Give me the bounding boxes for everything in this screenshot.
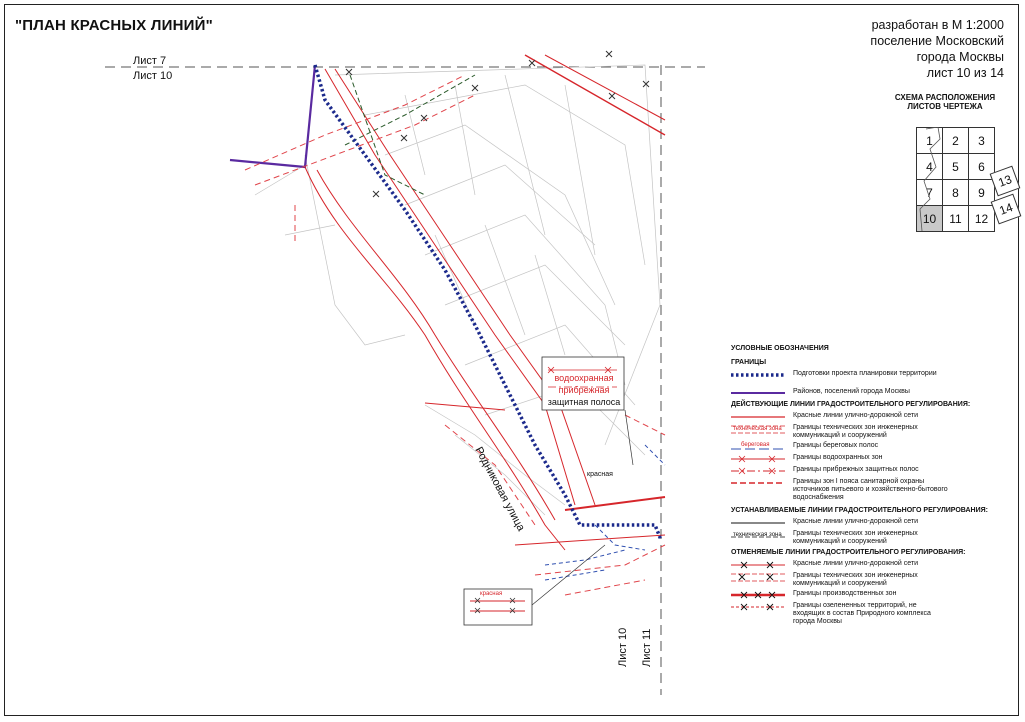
legend-item-cancel-red: Красные линии улично-дорожной сети (731, 559, 1021, 571)
legend-symbol-shore (731, 448, 785, 450)
map-canvas (105, 50, 705, 695)
legend-text: Подготовки проекта планировки территории (793, 370, 937, 377)
grid-cell-6[interactable]: 6 (968, 153, 995, 180)
legend-text: Районов, поселений города Москвы (793, 388, 910, 395)
legend-item-waterzone: Границы водоохранных зон (731, 453, 1021, 465)
legend-item-sanitary: Границы зон I пояса санитарной охраны ис… (731, 477, 1021, 503)
scheme-title: СХЕМА РАСПОЛОЖЕНИЯ ЛИСТОВ ЧЕРТЕЖА (894, 93, 996, 111)
grid-cell-12[interactable]: 12 (968, 205, 995, 232)
callout-line-3: защитная полоса (547, 397, 621, 407)
legend-section-borders: ГРАНИЦЫ (731, 359, 767, 366)
legend-symbol-tech-zone (731, 425, 785, 434)
legend-title: УСЛОВНЫЕ ОБОЗНАЧЕНИЯ (731, 345, 829, 352)
legend-symbol-cancel-red (731, 561, 785, 569)
legend-symbol-tech-zone-new (731, 536, 785, 538)
info-settlement: поселение Московский (870, 34, 1004, 48)
label-sheet-10-right: Лист 10 (617, 627, 629, 667)
grid-cell-8[interactable]: 8 (942, 179, 969, 206)
legend-symbol-coastal (731, 467, 785, 475)
grid-cell-3[interactable]: 3 (968, 127, 995, 154)
legend-section-cancel: ОТМЕНЯЕМЫЕ ЛИНИИ ГРАДОСТРОИТЕЛЬНОГО РЕГУ… (731, 549, 966, 556)
legend-text: Границы технических зон инженерных комму… (793, 572, 918, 587)
legend-item-existing-red: Красные линии улично-дорожной сети (731, 411, 1021, 423)
blue-dashed-lines (544, 444, 666, 581)
legend-item-cancel-industrial: Границы производственных зон (731, 589, 1021, 601)
legend-symbol-black (731, 522, 785, 524)
project-boundary (313, 64, 663, 541)
legend-symbol-label: береговая (741, 442, 770, 448)
legend-item-cancel-tech: Границы технических зон инженерных комму… (731, 571, 1021, 589)
label-krasnaya-small: красная (480, 591, 503, 597)
parcel-lines (254, 64, 661, 516)
technical-zone-lines (344, 74, 476, 196)
label-sheet-7: Лист 7 (133, 55, 167, 67)
label-sheet-11-right: Лист 11 (641, 628, 653, 667)
legend-text: Границы водоохранных зон (793, 454, 883, 461)
legend: УСЛОВНЫЕ ОБОЗНАЧЕНИЯ ГРАНИЦЫ Подготовки … (731, 343, 1021, 627)
grid-cell-9[interactable]: 9 (968, 179, 995, 206)
legend-section-existing: ДЕЙСТВУЮЩИЕ ЛИНИИ ГРАДОСТРОИТЕЛЬНОГО РЕГ… (731, 401, 971, 408)
district-border (229, 64, 317, 169)
legend-item-district-border: Районов, поселений города Москвы (731, 387, 1021, 399)
map-sheet: "ПЛАН КРАСНЫХ ЛИНИЙ" разработан в М 1:20… (4, 4, 1022, 716)
legend-item-cancel-green: Границы озелененных территорий, не входя… (731, 601, 1021, 627)
legend-item-new-tech: техническая зона Границы технических зон… (731, 529, 1021, 547)
callout-waterzone-text: водоохранная прибрежная защитная полоса (545, 372, 623, 408)
legend-text: Границы технических зон инженерных комму… (793, 424, 918, 439)
legend-symbol-sanitary (731, 482, 785, 484)
info-block: разработан в М 1:2000 поселение Московск… (870, 17, 1004, 81)
legend-symbol-blue-dotted (731, 373, 785, 377)
legend-symbol-waterzone (731, 455, 785, 463)
existing-red-lines (304, 54, 666, 551)
legend-symbol-label: техническая зона (733, 426, 782, 432)
legend-text: Границы береговых полос (793, 442, 879, 449)
legend-text: Красные линии улично-дорожной сети (793, 412, 919, 419)
legend-item-existing-tech: техническая зона Границы технических зон… (731, 423, 1021, 441)
legend-item-new-red: Красные линии улично-дорожной сети (731, 517, 1021, 529)
legend-symbol-cancel-tech (731, 573, 785, 582)
legend-item-project-boundary: Подготовки проекта планировки территории (731, 369, 1021, 387)
label-sheet-10-top: Лист 10 (133, 70, 173, 82)
legend-symbol-cancel-industrial (731, 591, 785, 599)
callout-box-cancelled (463, 588, 533, 626)
cross-markers (345, 50, 650, 198)
legend-text: Красные линии улично-дорожной сети (793, 560, 919, 567)
legend-section-new: УСТАНАВЛИВАЕМЫЕ ЛИНИИ ГРАДОСТРОИТЕЛЬНОГО… (731, 507, 988, 514)
legend-text: Красные линии улично-дорожной сети (793, 518, 919, 525)
info-sheet-number: лист 10 из 14 (926, 66, 1004, 80)
legend-text: Границы прибрежных защитных полос (793, 466, 919, 473)
legend-text: Границы зон I пояса санитарной охраны ис… (793, 478, 948, 501)
legend-item-coastal: Границы прибрежных защитных полос (731, 465, 1021, 477)
info-scale: разработан в М 1:2000 (871, 18, 1004, 32)
legend-text: Границы технических зон инженерных комму… (793, 530, 918, 545)
info-city: города Москвы (916, 50, 1004, 64)
legend-symbol-purple (731, 392, 785, 394)
legend-symbol-label: техническая зона (733, 532, 782, 538)
legend-symbol-red (731, 416, 785, 418)
grid-cell-5[interactable]: 5 (942, 153, 969, 180)
existing-dashed-lines (244, 74, 666, 596)
label-krasnaya: красная (587, 471, 613, 478)
legend-text: Границы озелененных территорий, не входя… (793, 602, 931, 625)
legend-text: Границы производственных зон (793, 590, 897, 597)
legend-item-shore: береговая Границы береговых полос (731, 441, 1021, 453)
callout-box-waterzone (541, 356, 625, 411)
callout-line-2: прибрежная (558, 385, 610, 395)
page-title: "ПЛАН КРАСНЫХ ЛИНИЙ" (15, 17, 213, 34)
legend-symbol-cancel-green (731, 603, 785, 611)
callout-line-1: водоохранная (554, 373, 614, 383)
